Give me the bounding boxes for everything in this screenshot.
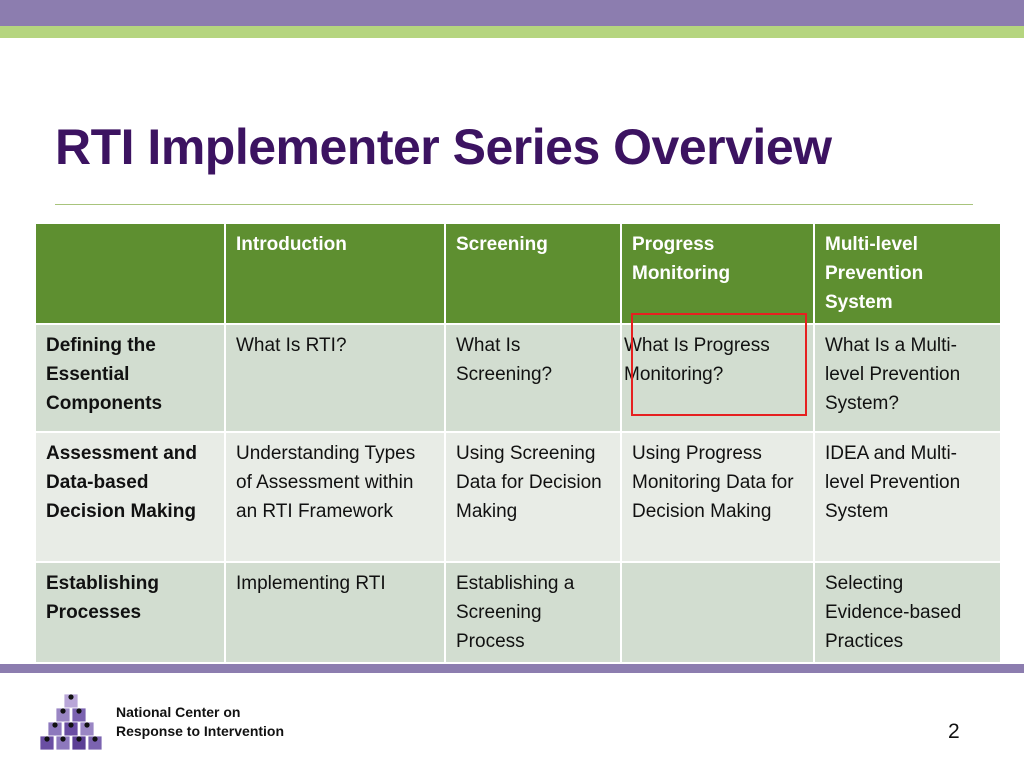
table-cell: What Is Screening? [444,323,622,433]
table-cell: IDEA and Multi-level Prevention System [813,431,1002,563]
org-name-line2: Response to Intervention [116,723,285,739]
row-label: Assessment and Data-based Decision Makin… [34,431,226,563]
slide-title: RTI Implementer Series Overview [55,119,832,175]
header-cell-multi-level: Multi-level Prevention System [813,222,1002,325]
table-row: Assessment and Data-based Decision Makin… [34,431,1002,563]
ncrti-logo-icon [40,693,103,751]
table-cell: What Is a Multi-level Prevention System? [813,323,1002,433]
top-purple-bar [0,0,1024,26]
table-cell: Selecting Evidence-based Practices [813,561,1002,664]
table-header-row: Introduction Screening Progress Monitori… [34,222,1002,325]
org-name-line1: National Center on [116,704,241,720]
org-name: National Center on Response to Intervent… [116,703,284,741]
row-label: Establishing Processes [34,561,226,664]
overview-table: Introduction Screening Progress Monitori… [34,222,1002,664]
table-cell: Implementing RTI [224,561,446,664]
table-cell: Establishing a Screening Process [444,561,622,664]
row-label: Defining the Essential Components [34,323,226,433]
header-cell-progress-monitoring: Progress Monitoring [620,222,815,325]
page-number: 2 [948,720,960,743]
top-green-bar [0,26,1024,38]
table-row: Defining the Essential Components What I… [34,323,1002,433]
header-cell-introduction: Introduction [224,222,446,325]
header-cell-empty [34,222,226,325]
table-row: Establishing Processes Implementing RTI … [34,561,1002,664]
table-cell [620,561,815,664]
table-cell: Using Screening Data for Decision Making [444,431,622,563]
title-divider [55,204,973,205]
table-cell: Understanding Types of Assessment within… [224,431,446,563]
table-cell: What Is RTI? [224,323,446,433]
bottom-purple-bar [0,664,1024,673]
table-cell: What Is Progress Monitoring? [620,323,815,433]
table-cell: Using Progress Monitoring Data for Decis… [620,431,815,563]
header-cell-screening: Screening [444,222,622,325]
